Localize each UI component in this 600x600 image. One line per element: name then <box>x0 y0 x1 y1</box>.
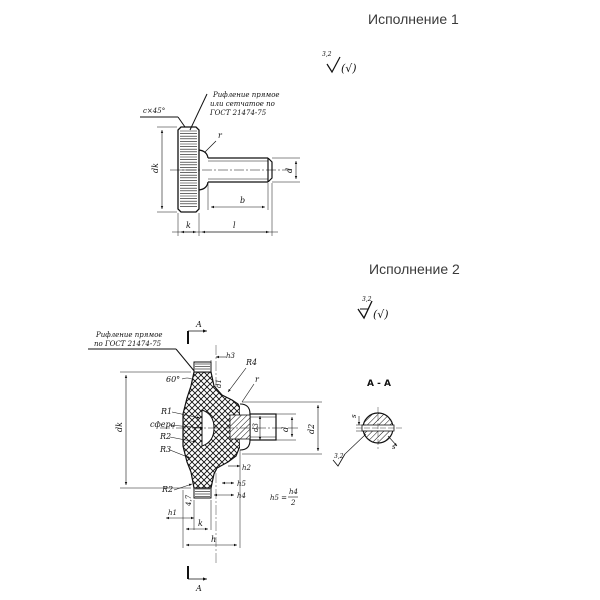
formula-denominator: 2 <box>290 499 296 507</box>
formula-h5: h5 = h4 2 <box>270 488 298 507</box>
roughness-symbol-1: 3,2 (√) <box>322 51 357 75</box>
knob-body-2 <box>182 361 277 499</box>
label-h: h <box>211 535 216 544</box>
section-title: A - A <box>367 379 391 389</box>
section-mark-bottom: A <box>187 566 207 593</box>
variant-2-drawing: 3,2 (√) Рифление прямое по ГОСТ 21474-75… <box>88 296 402 593</box>
knurl-note-2: Рифление прямое по ГОСТ 21474-75 <box>88 331 196 373</box>
label-R2-lower: R2 <box>161 485 173 494</box>
formula-lhs: h5 = <box>270 494 287 502</box>
label-R1: R1 <box>160 407 172 416</box>
label-r-1: r <box>218 131 223 140</box>
formula-numerator: h4 <box>289 488 298 496</box>
label-b-1: b <box>240 196 245 205</box>
roughness-value-2: 3,2 <box>362 296 372 303</box>
label-d-1: d <box>285 168 294 173</box>
label-s-right: s <box>392 443 396 451</box>
variant-2-title: Исполнение 2 <box>369 261 460 277</box>
label-d2: d2 <box>307 424 316 434</box>
knurl-note-1-line-1: Рифление прямое <box>212 91 280 99</box>
roughness-extra-1: (√) <box>341 62 357 75</box>
label-l-1: l <box>233 221 236 230</box>
label-R2: R2 <box>159 432 171 441</box>
section-letter-bottom: A <box>195 584 202 593</box>
roughness-symbol-2: 3,2 (√) <box>357 296 389 321</box>
knurl-note-1: Рифление прямое или сетчатое по ГОСТ 214… <box>189 91 280 131</box>
label-d1: d1 <box>215 379 223 388</box>
label-k-2: k <box>198 519 203 528</box>
label-h2: h2 <box>242 464 252 472</box>
label-R3: R3 <box>159 445 171 454</box>
label-k-1: k <box>186 221 191 230</box>
section-mark-top: A <box>187 320 207 344</box>
section-roughness: 3,2 <box>334 453 344 460</box>
roughness-extra-2: (√) <box>373 308 389 321</box>
roughness-value-1: 3,2 <box>322 51 332 58</box>
section-letter-top: A <box>195 320 202 329</box>
variant-1-drawing: 3,2 (√) Рифление прямое или сетчатое по … <box>140 51 357 236</box>
label-r-2: r <box>255 375 260 384</box>
label-4-7: 4,7 <box>185 494 193 507</box>
knurl-note-2-line-2: по ГОСТ 21474-75 <box>94 340 162 348</box>
label-angle-60: 60° <box>166 375 180 384</box>
chamfer-label: c×45° <box>140 107 186 128</box>
label-d-2: d <box>281 427 290 432</box>
knurl-note-2-line-1: Рифление прямое <box>95 331 163 339</box>
label-dk-2: dk <box>115 422 124 432</box>
section-A-A: A - A s s 3,2 <box>332 379 402 467</box>
label-s-top: s <box>350 414 358 418</box>
knurled-head-1 <box>177 126 200 213</box>
label-h5: h5 <box>237 480 247 488</box>
label-h1: h1 <box>168 509 177 517</box>
label-h3: h3 <box>226 352 236 360</box>
label-h4: h4 <box>237 492 246 500</box>
variant-1-title: Исполнение 1 <box>368 11 459 27</box>
label-R4: R4 <box>245 358 257 367</box>
chamfer-text: c×45° <box>143 107 165 115</box>
label-sphere: сфера <box>150 420 176 429</box>
knurl-note-1-line-3: ГОСТ 21474-75 <box>209 109 267 117</box>
label-dk-1: dk <box>151 163 160 173</box>
knurl-note-1-line-2: или сетчатое по <box>210 100 275 108</box>
label-d3: d3 <box>252 423 260 432</box>
